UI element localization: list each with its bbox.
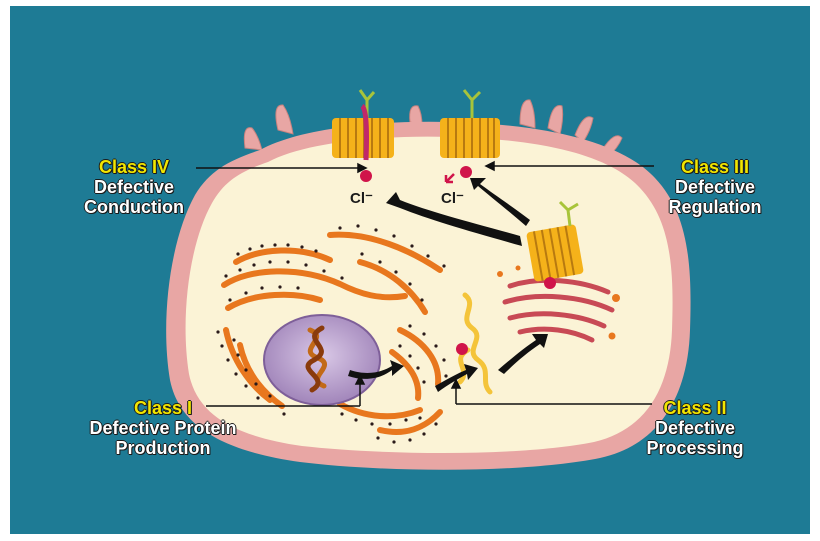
class4-line1: Defective bbox=[56, 177, 212, 197]
class2-label: Class II Defective Processing bbox=[620, 398, 770, 458]
class3-title: Class III bbox=[640, 157, 790, 177]
class3-line1: Defective bbox=[640, 177, 790, 197]
class2-title: Class II bbox=[620, 398, 770, 418]
class4-title: Class IV bbox=[56, 157, 212, 177]
class1-label: Class I Defective Protein Production bbox=[52, 398, 274, 458]
processing-chloride-dot bbox=[456, 343, 468, 355]
class2-line2: Processing bbox=[620, 438, 770, 458]
class2-line1: Defective bbox=[620, 418, 770, 438]
class4-label: Class IV Defective Conduction bbox=[56, 157, 212, 217]
chloride-label-left: Cl⁻ bbox=[350, 189, 373, 207]
class1-line1: Defective Protein bbox=[52, 418, 274, 438]
class4-line2: Conduction bbox=[56, 197, 212, 217]
class3-line2: Regulation bbox=[640, 197, 790, 217]
chloride-label-right: Cl⁻ bbox=[441, 189, 464, 207]
class1-title: Class I bbox=[52, 398, 274, 418]
class3-label: Class III Defective Regulation bbox=[640, 157, 790, 217]
class1-line2: Production bbox=[52, 438, 274, 458]
